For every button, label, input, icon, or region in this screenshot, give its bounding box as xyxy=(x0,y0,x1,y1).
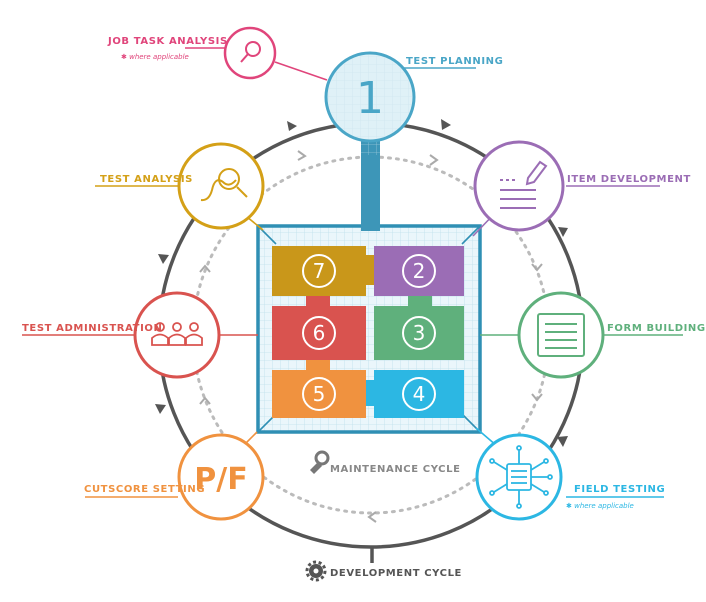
stage-test-planning: 1 xyxy=(324,51,416,143)
grid-block-3: 3 xyxy=(374,296,464,360)
grid-block-number-ring xyxy=(302,316,336,350)
grid-block-number-ring xyxy=(302,254,336,288)
grid-block-number-ring xyxy=(402,377,436,411)
label-job-task-analysis: JOB TASK ANALYSIS xyxy=(107,36,228,47)
magnifier-chart-icon xyxy=(200,168,248,202)
label-item-development: ITEM DEVELOPMENT xyxy=(567,174,691,185)
grid-block-5: 5 xyxy=(272,360,366,418)
stage-item-development xyxy=(473,140,565,232)
people-icon xyxy=(151,322,203,346)
grid-block-connector xyxy=(366,380,376,406)
grid-block-number: 4 xyxy=(413,382,426,406)
grid-block-body xyxy=(374,306,464,360)
grid-block-connector xyxy=(306,360,330,370)
wrench-icon xyxy=(310,450,330,474)
stage-field-testing xyxy=(475,433,563,521)
grid-block-number: 3 xyxy=(413,321,426,345)
grid-block-connector xyxy=(408,296,432,306)
maintenance-cycle-arrows xyxy=(199,150,543,523)
stage-cutscore-setting: P/F xyxy=(177,433,265,521)
label-test-administration: TEST ADMINISTRATION xyxy=(22,323,162,334)
pencil-lines-icon xyxy=(500,160,548,209)
grid-block-number: 5 xyxy=(313,382,326,406)
label-maintenance-cycle: MAINTENANCE CYCLE xyxy=(330,464,461,475)
stage-connectors xyxy=(22,47,683,498)
development-cycle-arrows xyxy=(155,119,568,447)
gear-icon xyxy=(305,560,327,582)
form-list-icon xyxy=(537,313,585,357)
grid-block-body xyxy=(272,306,366,360)
stage-job-task-analysis xyxy=(223,26,277,80)
grid-block-connector xyxy=(366,255,376,285)
stage-test-administration xyxy=(133,291,221,379)
grid-block-number-ring xyxy=(402,316,436,350)
grid-block-7: 7 xyxy=(272,246,376,296)
stage-form-building xyxy=(517,291,605,379)
grid-block-6: 6 xyxy=(272,296,366,360)
test-planning-number: 1 xyxy=(356,73,384,124)
note-field-testing: ✱ where applicable xyxy=(566,502,634,510)
grid-block-4: 4 xyxy=(366,370,464,418)
note-job-task-analysis: ✱ where applicable xyxy=(121,53,189,61)
grid-block-2: 2 xyxy=(374,246,464,296)
grid-block-number: 6 xyxy=(313,321,326,345)
grid-block-number-ring xyxy=(402,254,436,288)
stage-test-analysis xyxy=(177,142,265,230)
label-development-cycle: DEVELOPMENT CYCLE xyxy=(330,568,462,579)
magnifier-icon xyxy=(240,41,261,63)
planning-stem xyxy=(361,141,380,231)
label-cutscore-setting: CUTSCORE SETTING xyxy=(84,484,205,495)
pass-fail-badge: P/F xyxy=(194,462,247,497)
label-form-building: FORM BUILDING xyxy=(607,323,706,334)
label-test-analysis: TEST ANALYSIS xyxy=(100,174,193,185)
grid-block-number: 2 xyxy=(413,259,426,283)
label-field-testing: FIELD TESTING xyxy=(574,484,665,495)
grid-block-number-ring xyxy=(302,377,336,411)
grid-block-connector xyxy=(306,296,330,306)
label-test-planning: TEST PLANNING xyxy=(406,56,503,67)
grid-block-number: 7 xyxy=(313,259,326,283)
circuit-chip-icon xyxy=(489,445,553,509)
